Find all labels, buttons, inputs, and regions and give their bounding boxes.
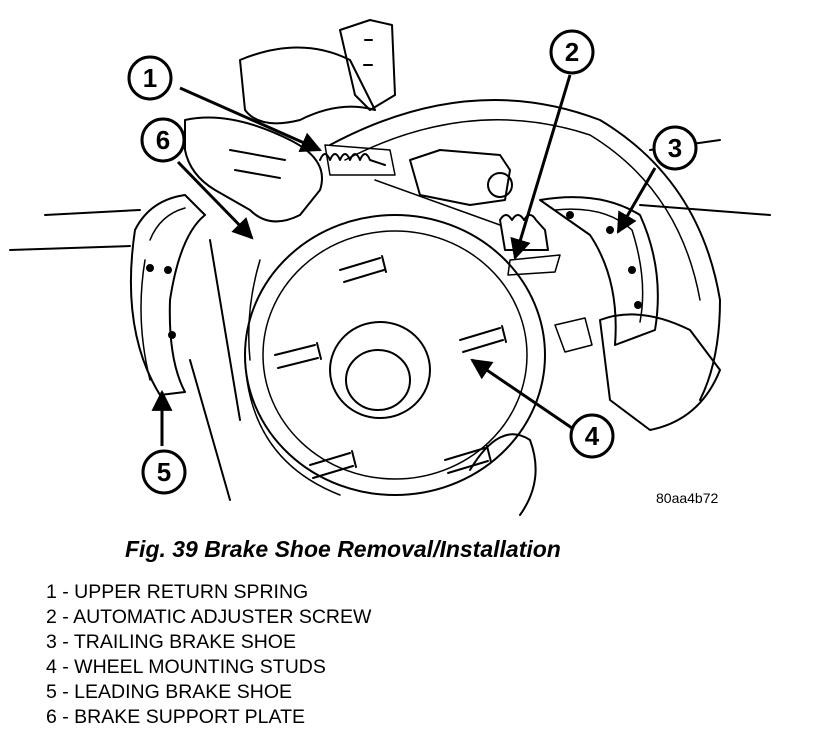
right-hand [599, 313, 721, 431]
rotor-outer [244, 214, 546, 496]
svg-text:4: 4 [585, 421, 600, 451]
leader-line-4 [470, 358, 573, 430]
brake-assembly-illustration: 1 2 3 4 5 6 [9, 19, 771, 516]
legend-item: 5 - LEADING BRAKE SHOE [46, 681, 292, 703]
callout-2: 2 [549, 29, 595, 75]
wheel-studs [274, 255, 507, 479]
callout-6: 6 [140, 117, 186, 163]
leader-line-2 [510, 74, 572, 261]
svg-text:1: 1 [143, 63, 157, 93]
svg-text:5: 5 [157, 457, 171, 487]
legend-list: 1 - UPPER RETURN SPRING 2 - AUTOMATIC AD… [46, 580, 371, 730]
upper-bracket [339, 19, 396, 111]
legend-item: 2 - AUTOMATIC ADJUSTER SCREW [46, 606, 372, 628]
callout-3: 3 [652, 125, 698, 171]
figure-code: 80aa4b72 [656, 490, 719, 506]
figure-caption: Fig. 39 Brake Shoe Removal/Installation [125, 536, 561, 562]
callout-4: 4 [569, 413, 615, 459]
svg-text:2: 2 [565, 37, 579, 67]
automatic-adjuster-screw-shape [499, 214, 549, 251]
left-hand [184, 116, 323, 223]
hub [329, 321, 431, 419]
leader-line-1 [179, 86, 322, 152]
upper-return-spring-shape [319, 153, 386, 166]
leading-brake-shoe-shape [129, 194, 206, 396]
leader-line-6 [176, 160, 254, 240]
svg-text:6: 6 [156, 125, 170, 155]
svg-text:3: 3 [668, 133, 682, 163]
legend-item: 6 - BRAKE SUPPORT PLATE [46, 706, 306, 728]
vehicle-body-lines [9, 139, 771, 501]
callout-5: 5 [141, 449, 187, 495]
wheel-cylinder [409, 149, 511, 206]
callout-1: 1 [127, 55, 173, 101]
legend-item: 3 - TRAILING BRAKE SHOE [46, 631, 296, 653]
backing-plate [329, 99, 721, 401]
upper-hand [239, 46, 376, 125]
legend-item: 1 - UPPER RETURN SPRING [46, 581, 309, 603]
adjuster-cable [374, 179, 501, 226]
lower-hand [469, 433, 537, 516]
trailing-brake-shoe-shape [539, 196, 659, 346]
legend-item: 4 - WHEEL MOUNTING STUDS [46, 656, 326, 678]
leader-line-3 [616, 167, 657, 234]
